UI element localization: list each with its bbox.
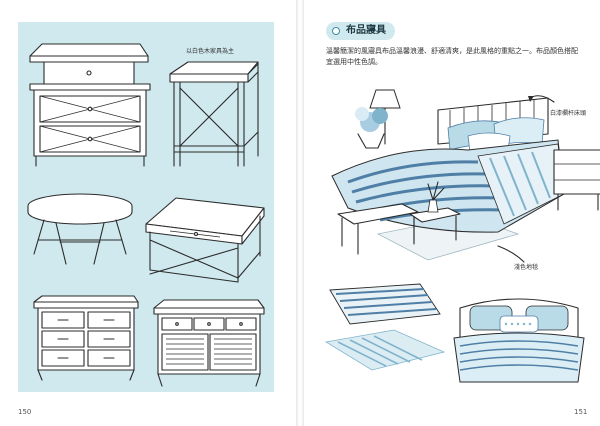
- striped-fabric-swatches-illustration: [324, 283, 446, 371]
- three-drawer-nightstand-illustration: [29, 43, 151, 167]
- page-number-left: 150: [18, 408, 32, 416]
- bed-with-pillows-illustration: [453, 298, 585, 383]
- body-paragraph: 溫馨簡潔的風寢具布品溫馨浪漫、舒適清爽，是此風格的重點之一。布品顏色搭配宜選用中…: [326, 47, 578, 66]
- left-page: 以白色木家具為主: [0, 0, 296, 426]
- page-number-right: 151: [574, 408, 588, 416]
- headboard-note: 白漆欄杆床頭: [550, 110, 587, 117]
- section-title-badge: 布品寢具: [326, 22, 395, 40]
- louvered-cabinet-illustration: [153, 299, 265, 387]
- six-drawer-dresser-illustration: [33, 295, 139, 381]
- x-brace-side-table-illustration: [169, 61, 259, 167]
- white-furniture-note: 以白色木家具為主: [186, 48, 235, 55]
- bedroom-scene-illustration: [331, 89, 600, 263]
- oval-coffee-table-illustration: [27, 193, 133, 265]
- section-title: 布品寢具: [346, 25, 386, 36]
- drawer-coffee-table-illustration: [145, 197, 265, 283]
- bullet-icon: [332, 27, 340, 35]
- rug-note: 淺色地毯: [514, 264, 539, 271]
- right-page: 布品寢具 溫馨簡潔的風寢具布品溫馨浪漫、舒適清爽，是此風格的重點之一。布品顏色搭…: [304, 0, 600, 426]
- book-gutter: [296, 0, 304, 426]
